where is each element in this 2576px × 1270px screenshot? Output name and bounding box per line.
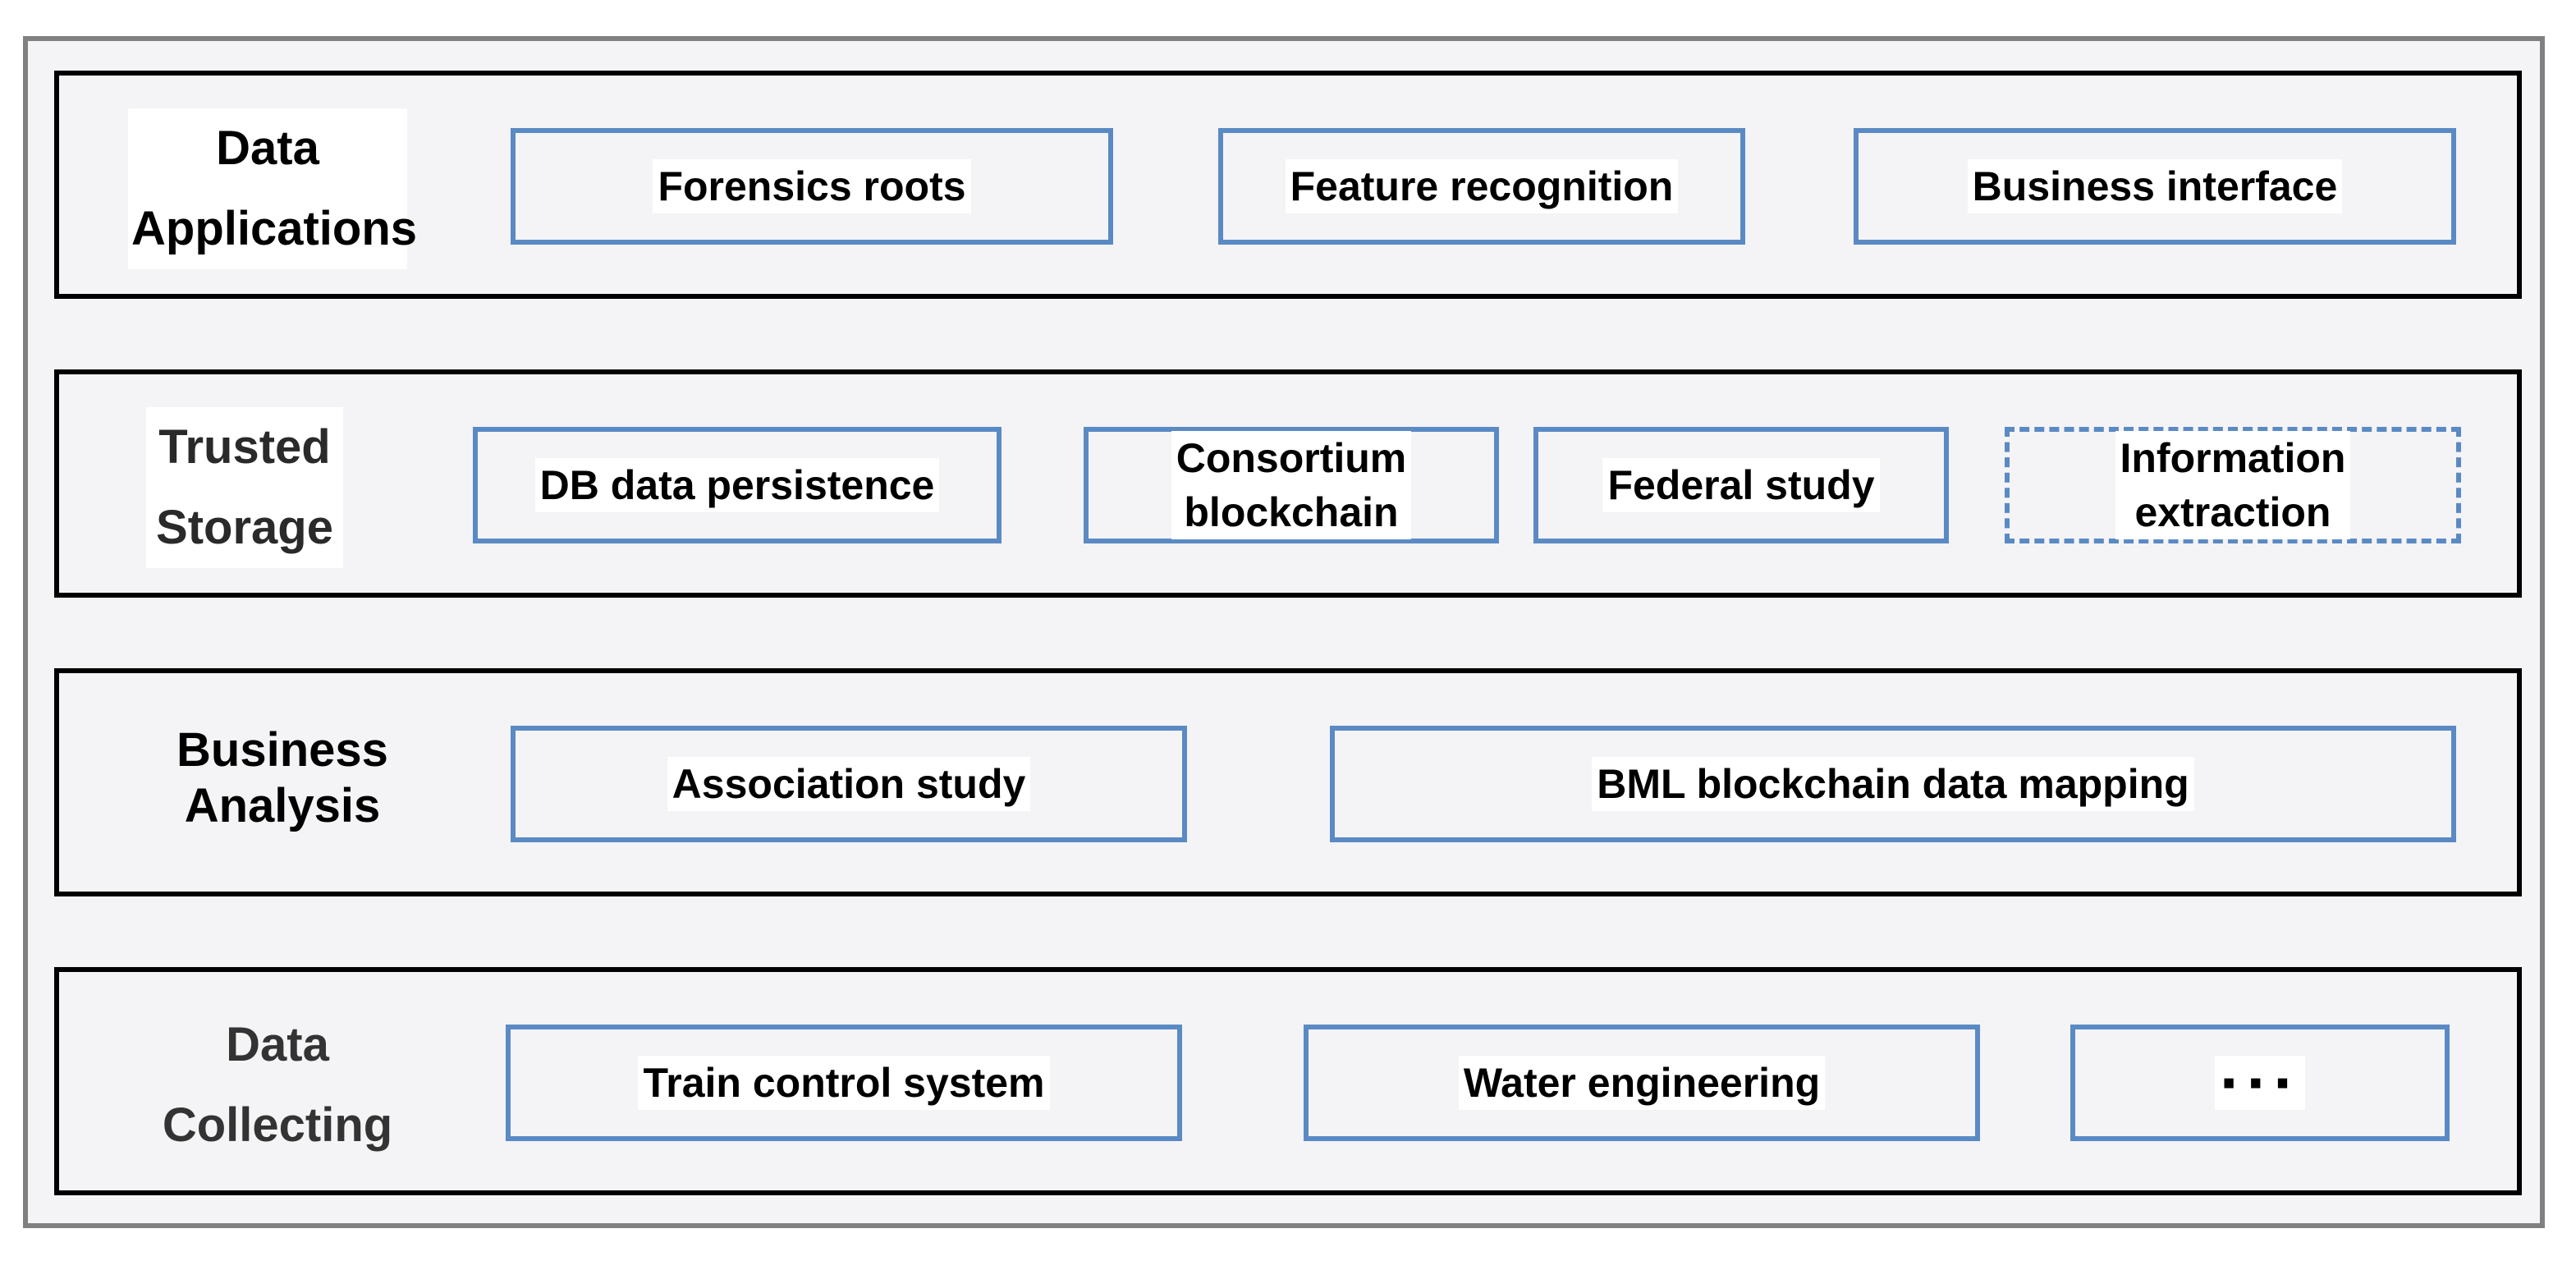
module-water-engineering: Water engineering [1304,1025,1980,1141]
module-feature-recognition: Feature recognition [1218,128,1745,245]
module-business-interface: Business interface [1854,128,2456,245]
layer-data-collecting: Data Collecting Train control system Wat… [54,967,2522,1195]
module-label-line: extraction [2115,485,2351,539]
module-forensics-roots: Forensics roots [511,128,1113,245]
module-label: Consortium blockchain [1171,431,1412,539]
module-federal-study: Federal study [1533,427,1949,543]
layer-trusted-storage: Trusted Storage DB data persistence Cons… [54,369,2522,598]
layer-data-applications: Data Applications Forensics roots Featur… [54,71,2522,299]
layer-business-analysis: Business Analysis Association study BML … [54,668,2522,896]
module-label: Feature recognition [1285,159,1679,213]
module-label: Water engineering [1458,1056,1826,1110]
module-label-line: Consortium [1171,431,1412,485]
layer-title-line: Business [176,723,388,777]
module-consortium-blockchain: Consortium blockchain [1084,427,1499,543]
layer-title: Trusted Storage [146,407,343,568]
layer-title-line: Trusted [146,407,343,488]
layer-title: Data Collecting [154,1005,401,1166]
layer-title-line: Data [226,1018,329,1071]
module-association-study: Association study [511,726,1187,842]
module-more-ellipsis: ··· [2070,1025,2450,1141]
layer-title-line: Analysis [184,779,381,832]
ellipsis-label: ··· [2215,1050,2305,1116]
module-label: Association study [667,757,1031,811]
module-label-line: Information [2115,431,2351,485]
module-label: Information extraction [2115,431,2351,539]
module-label: Forensics roots [653,159,971,213]
module-db-data-persistence: DB data persistence [473,427,1002,543]
layer-title: Business Analysis [169,722,396,834]
module-label: BML blockchain data mapping [1592,757,2194,811]
layer-title-line: Collecting [162,1098,393,1152]
layer-title-line: Applications [128,189,417,269]
module-label: DB data persistence [534,458,940,512]
module-bml-blockchain-data-mapping: BML blockchain data mapping [1330,726,2456,842]
layer-title-line: Storage [146,488,343,568]
module-label-line: blockchain [1171,485,1412,539]
module-label: Federal study [1602,458,1880,512]
module-label: Train control system [638,1056,1050,1110]
module-label: Business interface [1967,159,2343,213]
layer-title: Data Applications [128,108,417,269]
layer-title-line: Data [128,108,407,189]
module-train-control-system: Train control system [506,1025,1182,1141]
module-information-extraction: Information extraction [2005,427,2461,543]
